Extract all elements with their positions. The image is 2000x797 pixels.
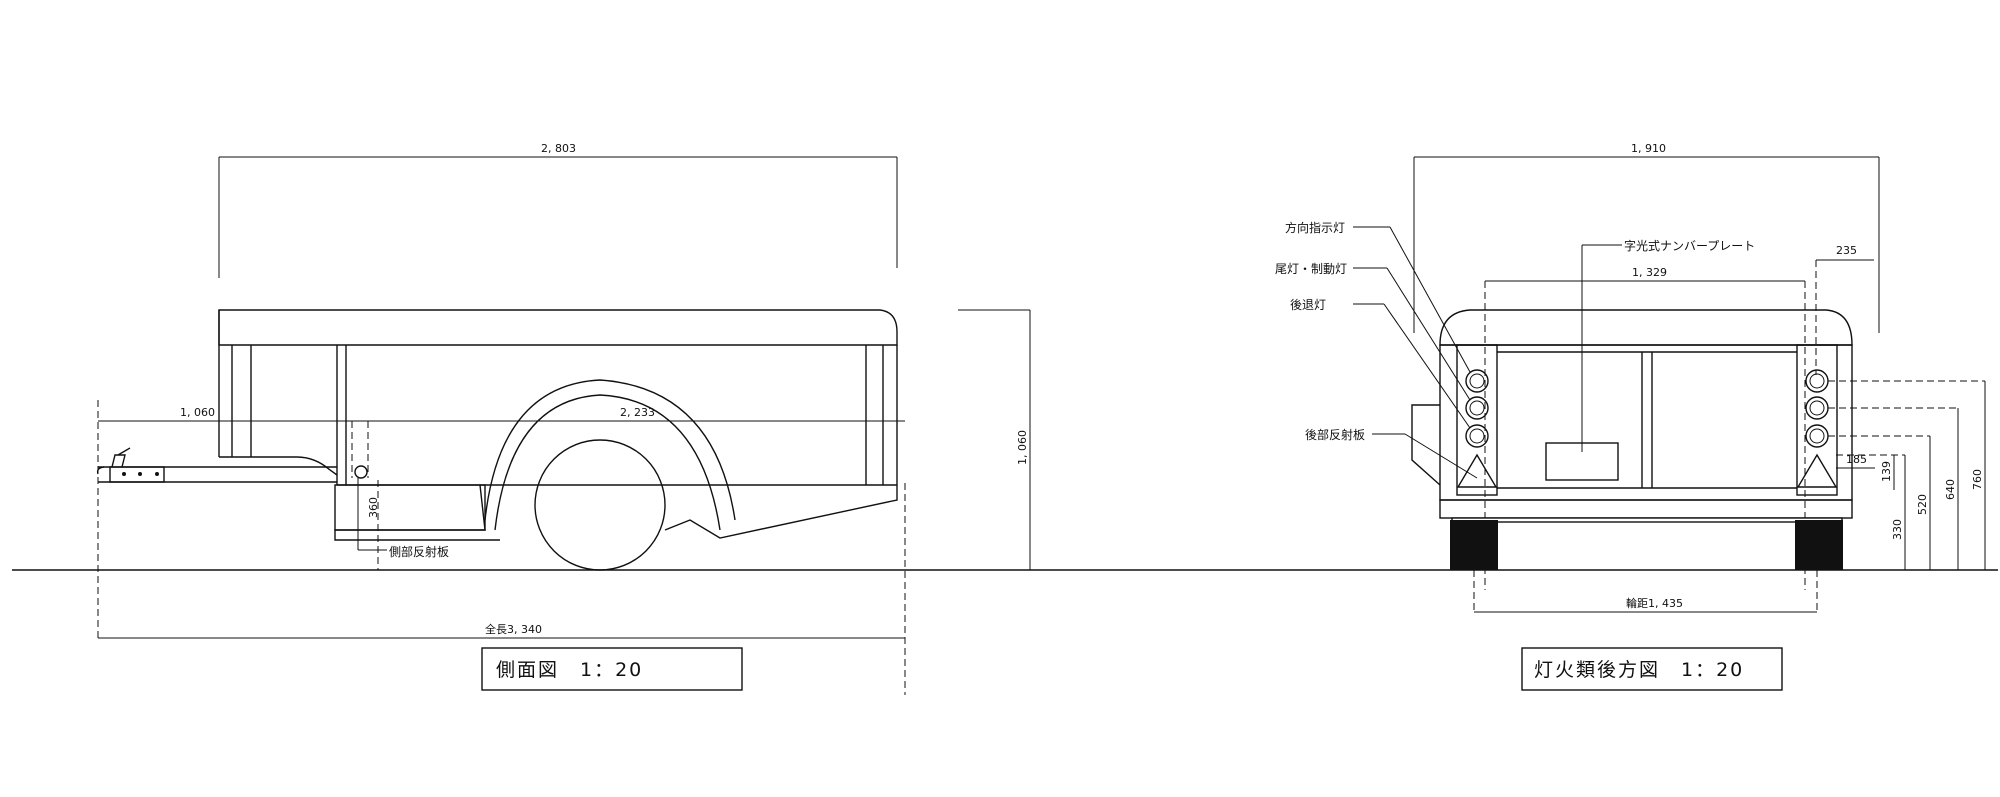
side-reflector (354, 465, 368, 479)
rear-view: 1, 910 1, 329 235 (1035, 142, 1998, 691)
side-view-title-box (481, 647, 743, 691)
right-tire (1795, 520, 1843, 570)
label-side-reflector: 側部反射板 (389, 544, 449, 559)
label-reverse: 後退灯 (1290, 298, 1326, 312)
side-view-title: 側面図 1：20 (496, 659, 643, 681)
dim-overall-width: 1, 910 (1631, 142, 1666, 155)
label-turn-signal: 方向指示灯 (1285, 220, 1345, 235)
side-view: 2, 803 (12, 142, 1035, 695)
dim-h330: 330 (1891, 519, 1904, 540)
side-hitch (96, 447, 337, 483)
dim-front-overhang: 1, 060 (180, 406, 215, 419)
right-lamp-cluster (1796, 369, 1838, 488)
dim-h640: 640 (1944, 479, 1957, 500)
rear-height-dimensions: 760 640 520 330 139 185 (1828, 380, 1986, 570)
left-lamp-cluster (1456, 369, 1498, 488)
rear-trailer-body (1411, 309, 1853, 570)
dim-inner-width: 1, 329 (1632, 266, 1667, 279)
dim-height: 1, 060 (1016, 430, 1029, 465)
dim-axle-to-rear: 2, 233 (620, 406, 655, 419)
dim-h520: 520 (1916, 494, 1929, 515)
dim-track: 輪距1, 435 (1626, 596, 1683, 610)
side-trailer-body (218, 309, 898, 571)
label-plate: 字光式ナンバープレート (1624, 238, 1755, 253)
dim-overall-length: 全長3, 340 (485, 622, 542, 636)
dim-top-length: 2, 803 (541, 142, 576, 155)
side-top-dimension: 2, 803 (218, 142, 898, 278)
label-rear-reflector: 後部反射板 (1305, 427, 1365, 442)
dim-h185: 185 (1846, 453, 1867, 466)
dim-lamp-offset: 235 (1836, 244, 1857, 257)
dim-h760: 760 (1971, 469, 1984, 490)
rear-view-title: 灯火類後方図 1：20 (1534, 659, 1744, 681)
rear-view-title-box (1521, 647, 1783, 691)
label-tail-brake: 尾灯・制動灯 (1275, 262, 1347, 276)
dim-h139: 139 (1880, 461, 1893, 482)
left-tire (1450, 520, 1498, 570)
dim-reflector-height: 360 (367, 497, 380, 518)
